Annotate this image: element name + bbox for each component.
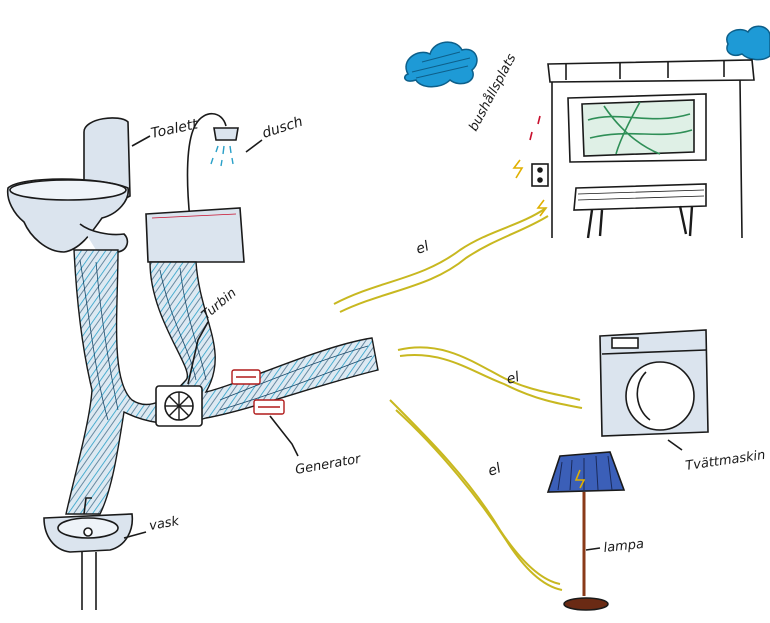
lamp-label: lampa bbox=[603, 537, 645, 556]
generator-label: Generator bbox=[294, 451, 363, 478]
cloud-right-icon bbox=[726, 25, 770, 61]
wire-label-lamp: el bbox=[486, 460, 503, 479]
generator-icon bbox=[231, 369, 285, 415]
wire-label-washer: el bbox=[505, 369, 521, 388]
wire-label-kitchen: el bbox=[414, 238, 431, 257]
kitchen-icon bbox=[531, 59, 755, 239]
sink-icon bbox=[43, 497, 134, 610]
washing-machine-icon bbox=[599, 329, 709, 437]
cloud-left-icon bbox=[403, 41, 478, 88]
toilet-label: Toalett bbox=[150, 116, 200, 142]
turbine-label: Turbin bbox=[199, 286, 240, 323]
turbine-icon bbox=[155, 385, 203, 427]
wire-to-washer bbox=[397, 346, 583, 409]
washer-label: Tvättmaskin bbox=[684, 448, 766, 474]
wire-to-lamp bbox=[389, 399, 563, 591]
lamp-icon bbox=[546, 451, 626, 611]
leader-lines bbox=[123, 135, 683, 551]
shower-label: dusch bbox=[260, 114, 305, 142]
pipe-system bbox=[65, 249, 379, 515]
electric-spark-icons bbox=[512, 115, 548, 217]
wire-to-kitchen bbox=[333, 207, 549, 313]
sink-label: vask bbox=[148, 514, 181, 534]
shower-icon bbox=[145, 112, 245, 263]
toilet-icon bbox=[6, 117, 131, 255]
